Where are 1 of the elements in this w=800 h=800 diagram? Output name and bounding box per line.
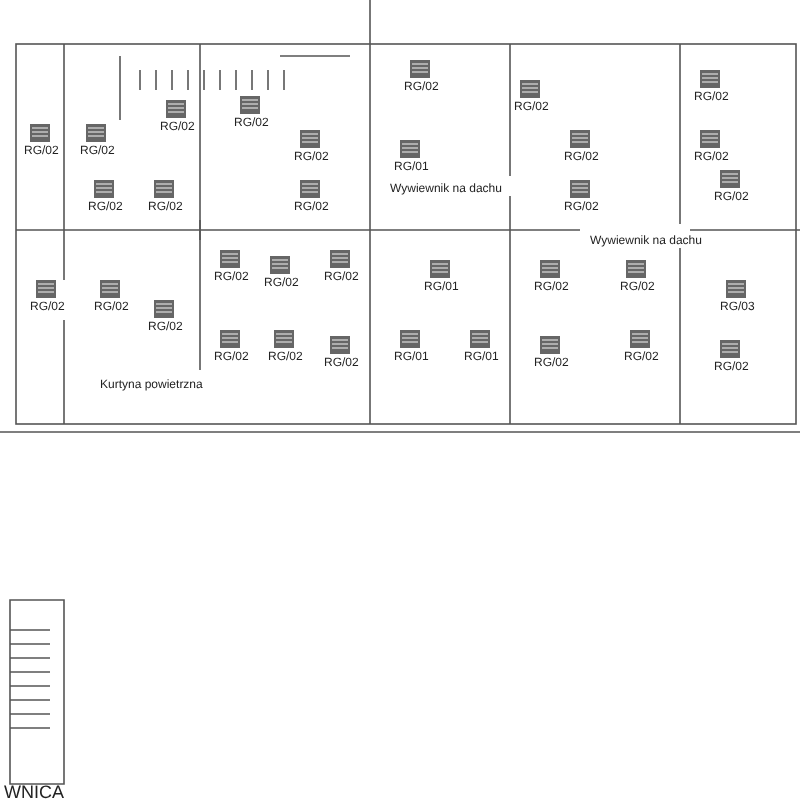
room-note: WNICA — [4, 784, 64, 800]
